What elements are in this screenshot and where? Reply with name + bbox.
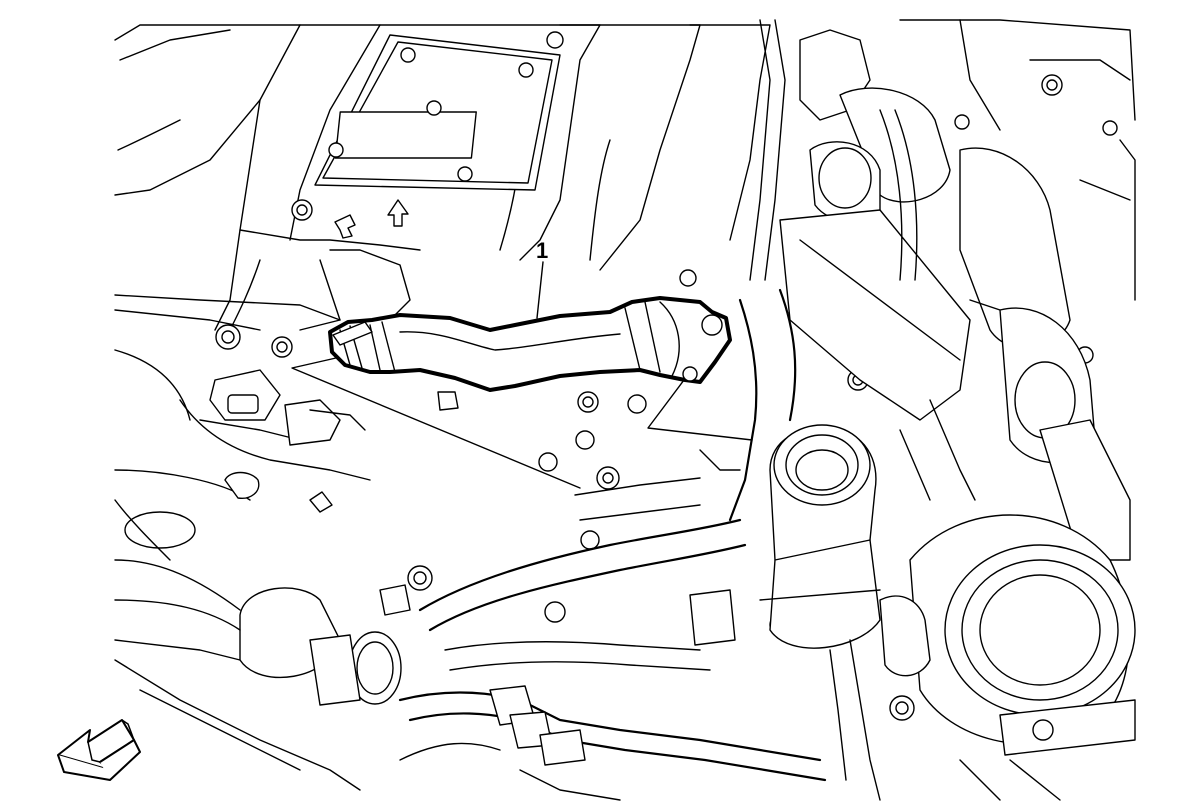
callout-1: 1 <box>536 238 548 319</box>
metal-lines <box>699 19 918 522</box>
turbo-and-hoses <box>779 19 1136 801</box>
callout-label: 1 <box>536 238 548 263</box>
engine-cover-plate <box>291 31 564 239</box>
front-direction-arrow-icon <box>57 719 141 781</box>
highlighted-coolant-hose <box>328 296 732 392</box>
lower-left-component <box>114 499 402 791</box>
bolts-left <box>215 74 1118 721</box>
sensor-cluster-left <box>179 369 459 513</box>
coolant-filler-neck <box>759 424 881 649</box>
wire-harness <box>379 477 827 801</box>
intake-runners <box>114 229 421 501</box>
callout-leader-triangles <box>291 357 753 489</box>
